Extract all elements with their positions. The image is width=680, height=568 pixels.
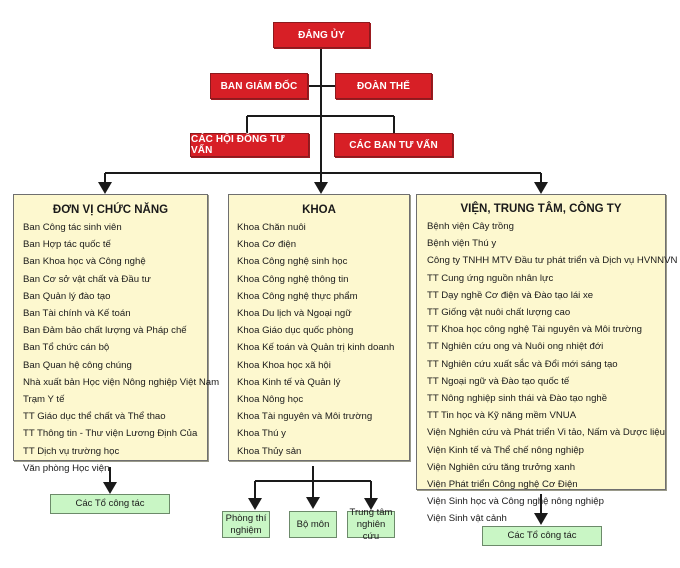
unit-item: Ban Tài chính và Kế toán: [23, 308, 131, 320]
faculty-item: Khoa Chăn nuôi: [237, 222, 306, 233]
unit-item: Ban Quan hệ công chúng: [23, 359, 132, 371]
institute-item: TT Tin học và Kỹ năng mềm VNUA: [427, 410, 577, 422]
arrow-down-icon: [364, 498, 378, 510]
node-to-cong-tac-right: Các Tổ công tác: [482, 526, 602, 546]
node-doan-the: ĐOÀN THỂ: [335, 73, 432, 99]
arrow-down-icon: [534, 182, 548, 194]
unit-item: Ban Quản lý đào tạo: [23, 290, 111, 302]
faculty-item: Khoa Du lịch và Ngoại ngữ: [237, 308, 352, 320]
faculty-item: Khoa Tài nguyên và Môi trường: [237, 411, 373, 423]
panel-title: ĐƠN VỊ CHỨC NĂNG: [52, 204, 169, 216]
faculty-item: Khoa Khoa học xã hội: [237, 359, 331, 371]
unit-item: Trạm Y tế: [23, 394, 65, 406]
panel-title: KHOA: [302, 204, 336, 216]
node-hoi-dong-tu-van: CÁC HỘI ĐỒNG TƯ VẤN: [190, 133, 309, 157]
institute-item: TT Nghiên cứu xuất sắc và Đổi mới sáng t…: [427, 358, 618, 370]
institute-item: TT Giống vật nuôi chất lượng cao: [427, 307, 571, 319]
faculty-item: Khoa Công nghệ sinh học: [237, 256, 348, 268]
unit-item: TT Thông tin - Thư viện Lương Định Của: [23, 428, 198, 440]
faculty-item: Khoa Thủy sản: [237, 445, 302, 457]
institute-item: TT Nông nghiệp sinh thái và Đào tạo nghề: [427, 393, 608, 405]
institute-item: Viện Nghiên cứu và Phát triển Vi tảo, Nấ…: [427, 427, 665, 439]
unit-item: Nhà xuất bản Học viện Nông nghiệp Việt N…: [23, 376, 220, 388]
node-phong-thi-nghiem: Phòng thí nghiệm: [222, 511, 270, 538]
arrow-down-icon: [103, 482, 117, 494]
institute-item: Bệnh viện Cây trồng: [427, 221, 514, 232]
node-dang-uy: ĐẢNG ỦY: [273, 22, 370, 48]
institute-item: Viện Sinh vật cảnh: [427, 513, 507, 525]
faculty-item: Khoa Nông học: [237, 394, 304, 406]
arrow-down-icon: [98, 182, 112, 194]
unit-item: Văn phòng Học viện: [23, 462, 110, 474]
institute-item: TT Cung ứng nguồn nhân lực: [427, 272, 554, 284]
institute-item: Viện Nghiên cứu tăng trưởng xanh: [427, 461, 576, 473]
institute-item: Viện Kinh tế và Thể chế nông nghiệp: [427, 444, 584, 456]
unit-item: TT Dịch vụ trường học: [23, 445, 120, 457]
institute-item: Công ty TNHH MTV Đầu tư phát triển và Dị…: [427, 255, 678, 267]
unit-item: TT Giáo dục thể chất và Thể thao: [23, 411, 166, 423]
faculty-item: Khoa Thú y: [237, 428, 286, 440]
institute-item: TT Ngoại ngữ và Đào tạo quốc tế: [427, 375, 570, 387]
unit-item: Ban Tổ chức cán bộ: [23, 342, 110, 354]
arrow-down-icon: [534, 513, 548, 525]
faculty-item: Khoa Công nghệ thông tin: [237, 273, 349, 285]
panel-vien-trung-tam-cong-ty: VIỆN, TRUNG TÂM, CÔNG TY Bệnh viện Cây t…: [416, 194, 677, 524]
node-ban-giam-doc: BAN GIÁM ĐỐC: [210, 73, 308, 99]
arrow-down-icon: [306, 497, 320, 509]
institute-item: TT Dạy nghề Cơ điện và Đào tạo lái xe: [427, 289, 594, 301]
institute-item: TT Nghiên cứu ong và Nuôi ong nhiệt đới: [427, 341, 604, 353]
faculty-item: Khoa Kế toán và Quản trị kinh doanh: [237, 342, 395, 354]
faculty-item: Khoa Kinh tế và Quản lý: [237, 376, 341, 388]
institute-item: TT Khoa học công nghệ Tài nguyên và Môi …: [427, 324, 643, 336]
panel-title: VIỆN, TRUNG TÂM, CÔNG TY: [460, 203, 622, 215]
unit-item: Ban Đảm bảo chất lượng và Pháp chế: [23, 325, 187, 337]
unit-item: Ban Cơ sở vật chất và Đầu tư: [23, 273, 151, 285]
unit-item: Ban Công tác sinh viên: [23, 222, 122, 233]
institute-item: Bệnh viện Thú y: [427, 238, 497, 250]
node-to-cong-tac-left: Các Tổ công tác: [50, 494, 170, 514]
institute-item: Viện Sinh học và Công nghệ nông nghiệp: [427, 496, 604, 508]
node-bo-mon: Bộ môn: [289, 511, 337, 538]
institute-item: Viện Phát triển Công nghệ Cơ Điện: [427, 479, 578, 491]
node-trung-tam-nghien-cuu: Trung tâm nghiên cứu: [347, 507, 395, 542]
faculty-item: Khoa Cơ điện: [237, 239, 297, 251]
node-ban-tu-van: CÁC BAN TƯ VẤN: [334, 133, 453, 157]
faculty-item: Khoa Công nghệ thực phẩm: [237, 290, 358, 302]
faculty-item: Khoa Giáo dục quốc phòng: [237, 325, 354, 337]
unit-item: Ban Hợp tác quốc tế: [23, 239, 111, 251]
arrow-down-icon: [314, 182, 328, 194]
arrow-down-icon: [248, 498, 262, 510]
unit-item: Ban Khoa học và Công nghệ: [23, 256, 146, 268]
